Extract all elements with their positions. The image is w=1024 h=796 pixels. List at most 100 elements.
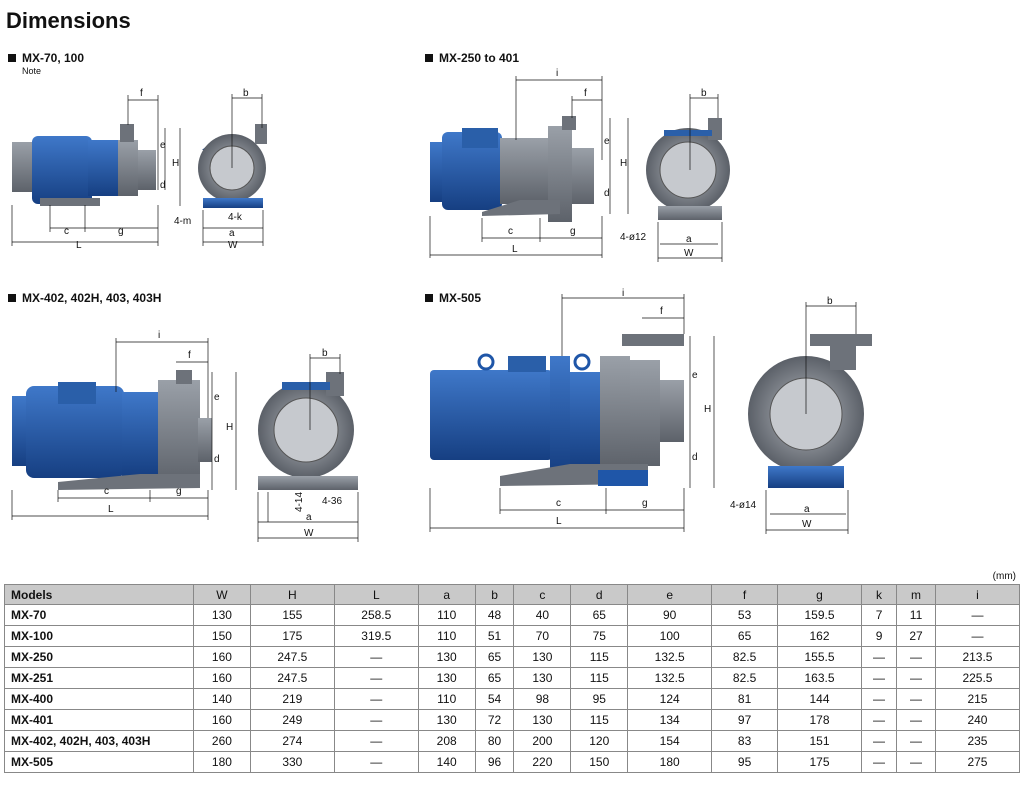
table-cell: 70 (513, 625, 572, 647)
table-cell: 140 (417, 751, 476, 773)
table-cell: 240 (934, 709, 1021, 731)
mx402-side-view (12, 370, 212, 490)
table-cell: — (896, 709, 936, 731)
section-heading-mx250: MX-250 to 401 (425, 51, 519, 65)
dim-label: 4-m (174, 216, 191, 227)
table-cell: 154 (627, 730, 713, 752)
table-cell: 160 (193, 667, 251, 689)
dim-label: f (188, 350, 191, 361)
dim-label: d (160, 180, 166, 191)
dim-label: 4-14 (294, 492, 305, 512)
dim-label: f (140, 88, 143, 99)
mx70-front-dim-lines (202, 94, 264, 246)
mx250-side-view (430, 116, 594, 222)
mx402-front-view (258, 372, 358, 490)
dim-label: W (802, 519, 812, 530)
table-cell: 249 (249, 709, 335, 731)
dim-label: b (701, 88, 707, 99)
table-cell: — (860, 730, 898, 752)
dim-label: f (660, 306, 663, 317)
table-cell: 53 (711, 604, 779, 626)
table-cell: 11 (896, 604, 936, 626)
mx505-side-view (430, 334, 684, 486)
dim-label: c (64, 226, 69, 237)
dim-label: W (304, 528, 314, 539)
table-cell: 75 (570, 625, 629, 647)
column-header: f (711, 584, 779, 605)
column-header: Models (4, 584, 194, 605)
table-cell: 319.5 (333, 625, 419, 647)
table-cell: 155.5 (777, 646, 862, 668)
table-cell: 140 (193, 688, 251, 710)
dim-label: d (692, 452, 698, 463)
table-cell: 80 (474, 730, 515, 752)
table-cell: 219 (249, 688, 335, 710)
dim-label: L (556, 516, 562, 527)
note-label: Note (22, 66, 42, 76)
column-header: e (627, 584, 713, 605)
table-cell: 178 (777, 709, 862, 731)
dim-label: a (229, 228, 235, 239)
table-cell: — (860, 646, 898, 668)
dim-label: d (604, 188, 610, 199)
table-cell: 48 (474, 604, 515, 626)
table-cell: 330 (249, 751, 335, 773)
table-cell: 247.5 (249, 646, 335, 668)
column-header: c (513, 584, 572, 605)
dim-label: g (642, 498, 648, 509)
table-cell: — (333, 730, 419, 752)
dim-label: a (686, 234, 692, 245)
table-cell: — (896, 667, 936, 689)
dim-label: W (228, 240, 238, 251)
bullet-square-icon (425, 294, 433, 302)
table-cell: 180 (627, 751, 713, 773)
dim-label: 4-k (228, 212, 243, 223)
table-cell: 65 (474, 667, 515, 689)
dim-label: L (108, 504, 114, 515)
table-cell: — (860, 751, 898, 773)
dim-label: i (556, 68, 558, 79)
table-cell: 72 (474, 709, 515, 731)
table-cell: 82.5 (711, 667, 779, 689)
mx250-side-dim-lines (429, 76, 629, 258)
dim-label: c (556, 498, 561, 509)
dim-label: b (322, 348, 328, 359)
table-cell: 98 (513, 688, 572, 710)
bullet-square-icon (425, 54, 433, 62)
table-cell: — (333, 709, 419, 731)
table-cell: — (333, 688, 419, 710)
model-cell: MX-100 (4, 625, 194, 647)
table-cell: 220 (513, 751, 572, 773)
table-header-row: Models W H L a b c d e f g k m i (4, 584, 1021, 605)
bullet-square-icon (8, 294, 16, 302)
table-cell: 180 (193, 751, 251, 773)
column-header: g (777, 584, 862, 605)
table-cell: 115 (570, 646, 629, 668)
dim-label: H (226, 422, 233, 433)
table-cell: 215 (934, 688, 1021, 710)
table-cell: 9 (860, 625, 898, 647)
column-header: W (193, 584, 251, 605)
table-cell: 151 (777, 730, 862, 752)
mx250-front-dim-lines (657, 94, 723, 262)
dim-label: c (104, 486, 109, 497)
table-cell: 82.5 (711, 646, 779, 668)
table-cell: 65 (711, 625, 779, 647)
table-cell: 54 (474, 688, 515, 710)
table-cell: — (896, 688, 936, 710)
table-cell: 130 (417, 646, 476, 668)
table-cell: 115 (570, 709, 629, 731)
table-cell: 110 (417, 604, 476, 626)
dim-label: 4-ø12 (620, 232, 647, 243)
table-cell: 51 (474, 625, 515, 647)
dim-label: c (508, 226, 513, 237)
dim-label: e (160, 140, 166, 151)
dim-label: i (158, 330, 160, 341)
section-heading-mx402: MX-402, 402H, 403, 403H (8, 291, 161, 305)
model-cell: MX-400 (4, 688, 194, 710)
table-cell: — (896, 646, 936, 668)
page-title: Dimensions (6, 8, 131, 33)
